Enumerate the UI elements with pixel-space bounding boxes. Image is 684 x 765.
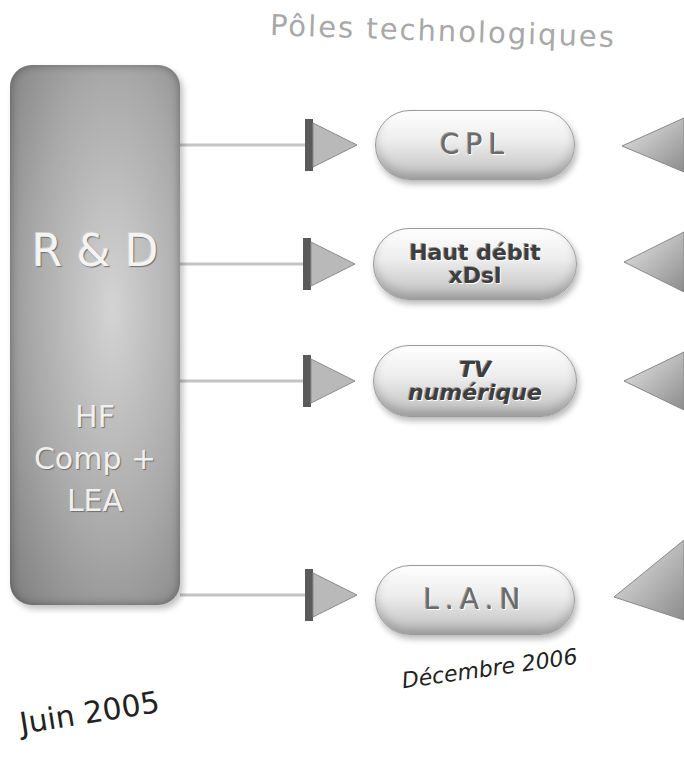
node-title: Haut débit xDsl	[396, 241, 554, 287]
incoming-arrow	[624, 232, 684, 292]
pole-pill: CPL	[375, 110, 575, 180]
connector-arrow	[180, 238, 355, 290]
node-title: TV numérique	[396, 358, 554, 404]
connector-arrow	[180, 569, 357, 621]
date-label: Juin 2005	[18, 684, 163, 741]
node-subtitle: HF Comp + LEA	[30, 396, 160, 522]
arrow-bar	[303, 355, 311, 407]
date-label: Décembre 2006	[401, 643, 580, 692]
connector-arrow	[180, 119, 357, 171]
arrow-head	[311, 359, 355, 403]
arrow-head	[311, 242, 355, 286]
connector-line	[180, 594, 327, 597]
connector-line	[180, 144, 327, 147]
node-title: R & D	[32, 225, 159, 276]
incoming-arrow	[624, 352, 684, 410]
arrow-bar	[305, 569, 313, 621]
incoming-arrow	[614, 540, 684, 620]
pole-pill: L.A.N	[375, 565, 575, 635]
pole-pill: Haut débit xDsl	[373, 228, 577, 300]
arrow-head	[313, 123, 357, 167]
connector-arrow	[180, 355, 355, 407]
node-title: L.A.N	[423, 585, 526, 614]
incoming-arrow	[622, 118, 684, 172]
pole-pill: TV numérique	[373, 345, 577, 417]
diagram-title: Pôles technologiques	[269, 8, 616, 54]
rd-block: R & D HF Comp + LEA	[10, 65, 180, 605]
node-title: CPL	[440, 130, 510, 159]
arrow-bar	[305, 119, 313, 171]
arrow-bar	[303, 238, 311, 290]
arrow-head	[313, 573, 357, 617]
